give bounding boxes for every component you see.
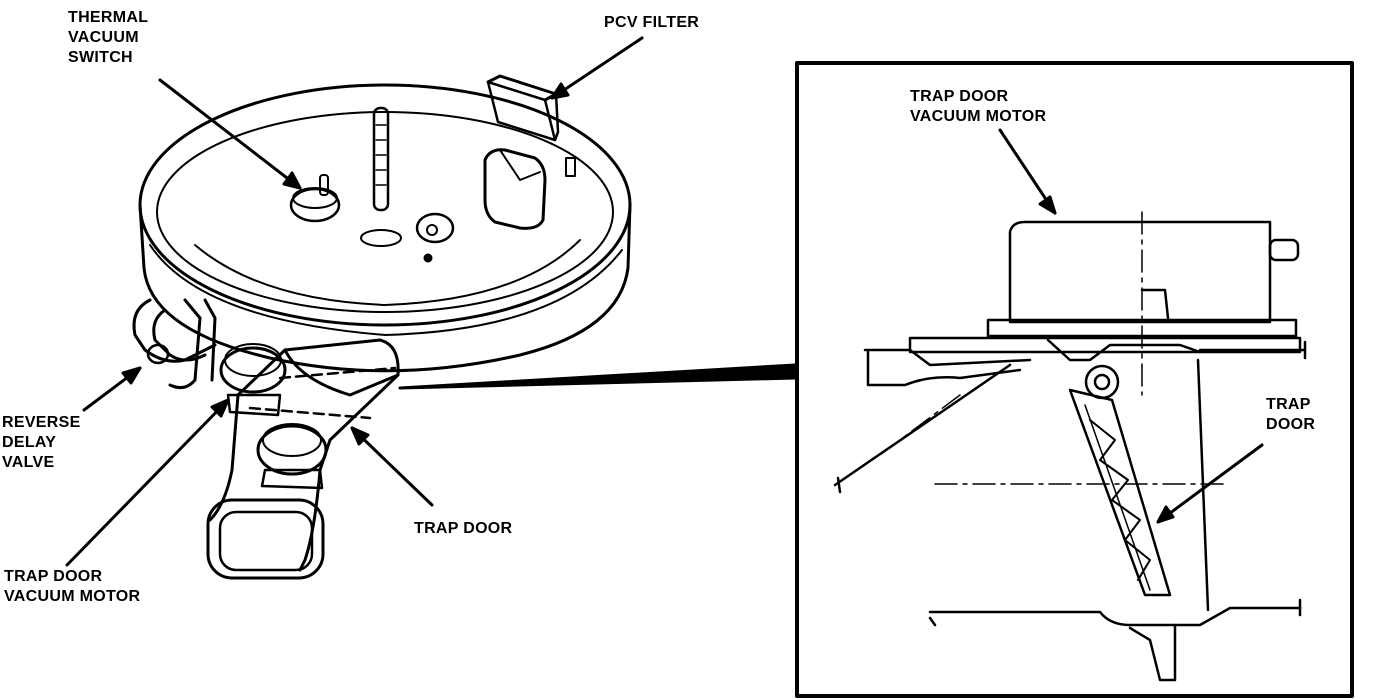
leader-lines [65,36,797,567]
label-pcv-filter: PCV FILTER [604,13,699,33]
label-thermal-vacuum-switch-line3: SWITCH [68,49,133,66]
label-trap-door-vacuum-motor-main-line1: TRAP DOOR [4,568,103,585]
vacuum-fitting [415,212,455,263]
label-reverse-delay-valve-line2: DELAY [2,434,57,451]
vacuum-motor-upper [219,343,287,417]
detail-leader-lines [998,128,1264,524]
air-inlet-snorkel [206,338,400,580]
label-trap-door-detail-line1: TRAP [1266,396,1311,413]
label-pcv-filter-text: PCV FILTER [604,14,700,31]
label-thermal-vacuum-switch-line1: THERMAL [68,9,149,26]
detail-drawing [833,211,1307,682]
label-trap-door-detail: TRAP DOOR [1266,395,1315,435]
label-trap-door-vacuum-motor-detail: TRAP DOOR VACUUM MOTOR [910,87,1046,127]
air-cleaner-housing [138,83,632,373]
label-trap-door-detail-line2: DOOR [1266,416,1316,433]
label-trap-door-main-text: TRAP DOOR [414,520,513,537]
label-thermal-vacuum-switch: THERMAL VACUUM SWITCH [68,8,148,68]
label-reverse-delay-valve-line3: VALVE [2,454,55,471]
label-trap-door-vacuum-motor-detail-line2: VACUUM MOTOR [910,108,1047,125]
detail-frame [795,61,1354,698]
thermal-vacuum-switch [289,174,341,223]
label-reverse-delay-valve-line1: REVERSE [2,414,81,431]
center-stud [360,106,402,247]
label-trap-door-vacuum-motor-main-line2: VACUUM MOTOR [4,588,141,605]
label-thermal-vacuum-switch-line2: VACUUM [68,29,139,46]
label-reverse-delay-valve: REVERSE DELAY VALVE [2,413,81,473]
vacuum-motor-lower [256,423,328,490]
label-trap-door-main: TRAP DOOR [414,519,512,539]
label-trap-door-vacuum-motor-detail-line1: TRAP DOOR [910,88,1009,105]
reverse-delay-valve [132,298,217,390]
pcv-housing [483,148,576,230]
pcv-filter [486,74,560,142]
label-trap-door-vacuum-motor-main: TRAP DOOR VACUUM MOTOR [4,567,140,607]
